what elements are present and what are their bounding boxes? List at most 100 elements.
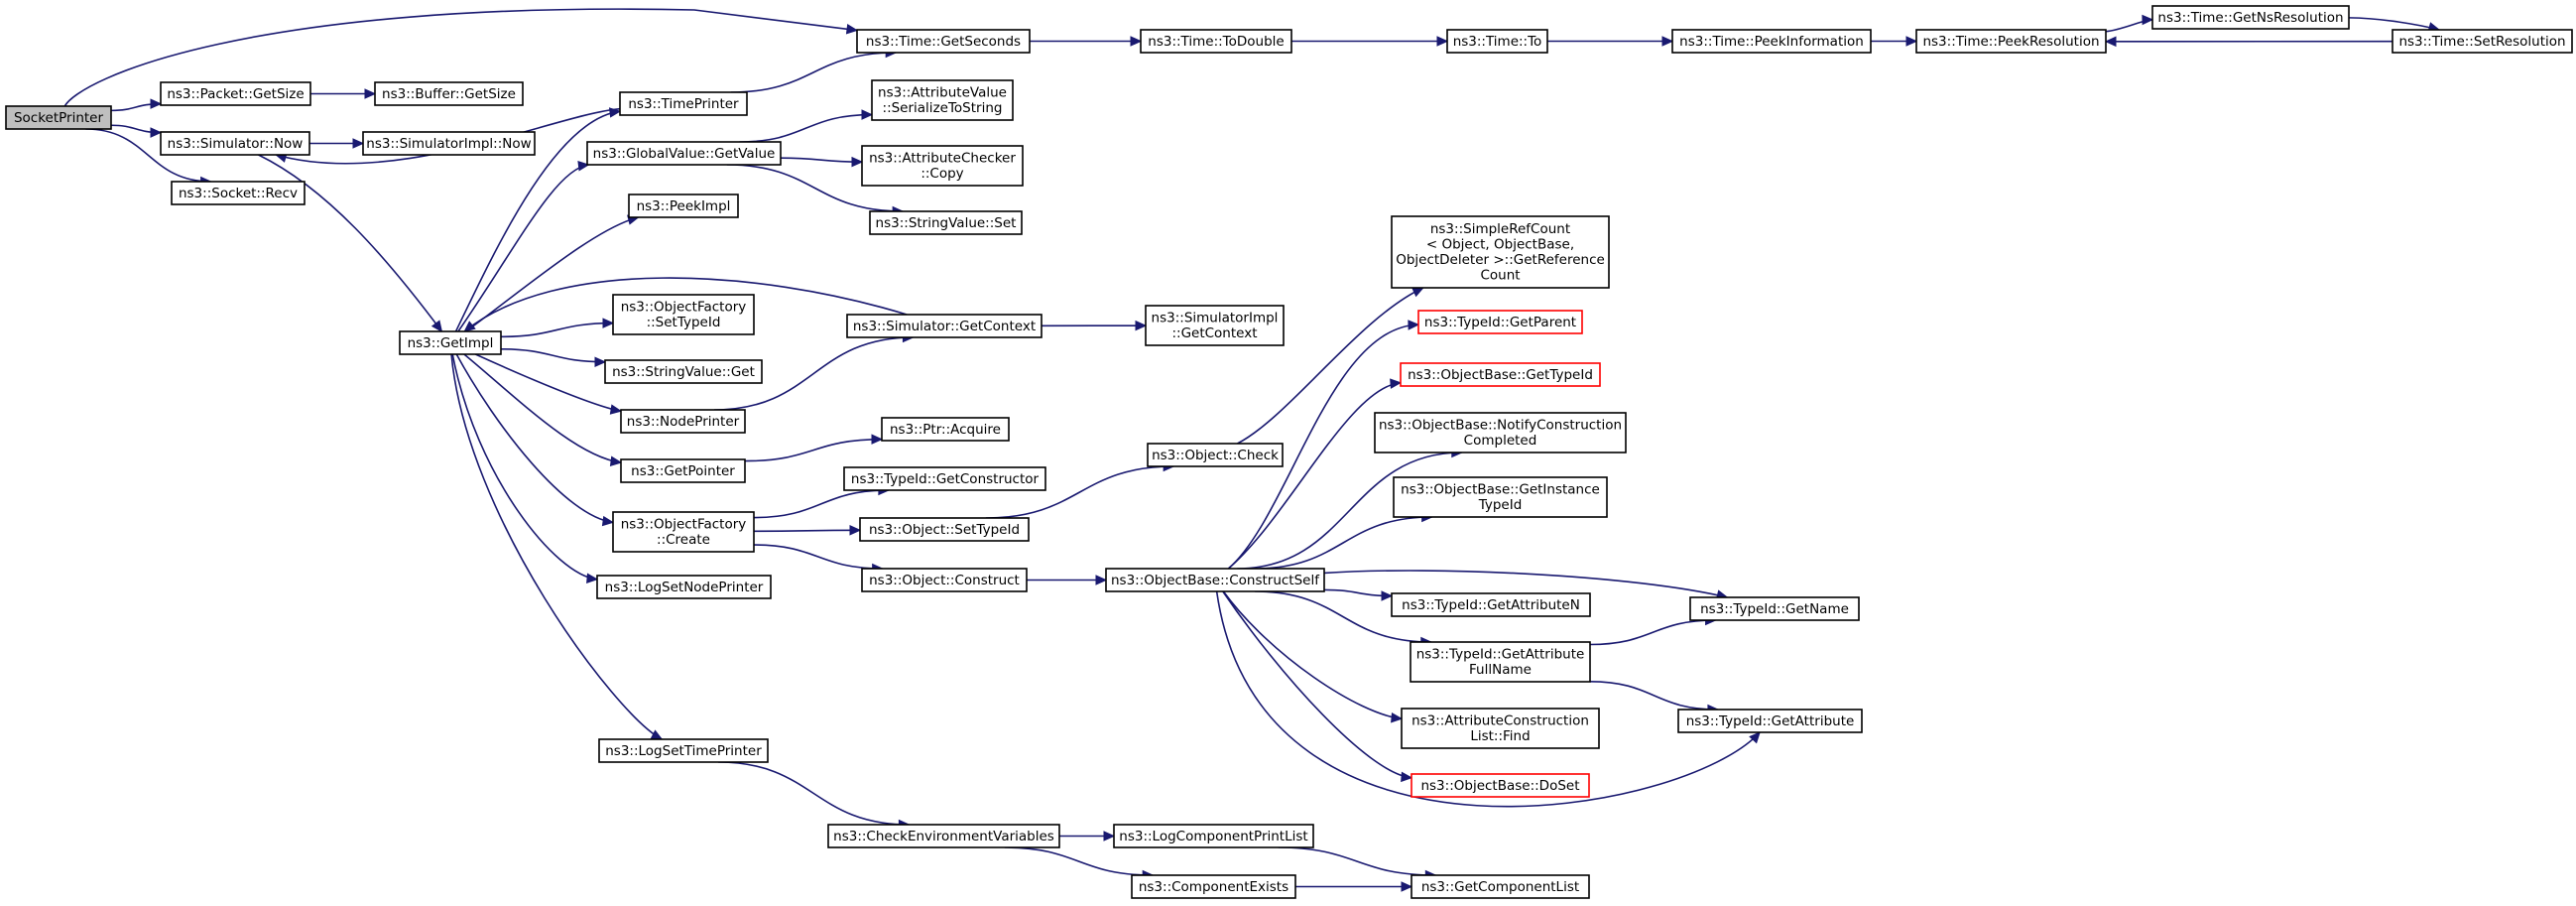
node-ObjectFactorySetTypeId[interactable]: ns3::ObjectFactory::SetTypeId (612, 294, 755, 335)
node-box[interactable] (1374, 412, 1627, 453)
node-box[interactable] (586, 141, 782, 166)
node-LogSetTimePrinter[interactable]: ns3::LogSetTimePrinter (598, 738, 769, 763)
node-TypeIdGetParent[interactable]: ns3::TypeId::GetParent (1417, 310, 1583, 334)
node-ObjectCheck[interactable]: ns3::Object::Check (1147, 443, 1284, 467)
node-box[interactable] (160, 81, 311, 106)
node-box[interactable] (1411, 773, 1590, 798)
node-box[interactable] (827, 824, 1060, 848)
node-SocketPrinter[interactable]: SocketPrinter (5, 105, 112, 130)
node-box[interactable] (856, 29, 1031, 54)
node-box[interactable] (843, 466, 1046, 491)
node-box[interactable] (362, 131, 536, 156)
node-TimeTo[interactable]: ns3::Time::To (1446, 29, 1548, 54)
node-ObjectFactoryCreate[interactable]: ns3::ObjectFactory::Create (612, 511, 755, 553)
node-box[interactable] (2151, 5, 2350, 30)
node-box[interactable] (1446, 29, 1548, 54)
node-box[interactable] (620, 409, 746, 434)
node-TypeIdGetAttribute[interactable]: ns3::TypeId::GetAttribute (1677, 709, 1863, 733)
node-SimulatorImplNow[interactable]: ns3::SimulatorImpl::Now (362, 131, 536, 156)
node-TimeToDouble[interactable]: ns3::Time::ToDouble (1140, 29, 1292, 54)
node-box[interactable] (861, 568, 1028, 592)
node-ObjectBaseConstructSelf[interactable]: ns3::ObjectBase::ConstructSelf (1105, 568, 1325, 592)
node-box[interactable] (171, 181, 306, 205)
node-PacketGetSize[interactable]: ns3::Packet::GetSize (160, 81, 311, 106)
node-box[interactable] (1400, 362, 1601, 387)
node-box[interactable] (1410, 641, 1591, 683)
node-GlobalValueGetValue[interactable]: ns3::GlobalValue::GetValue (586, 141, 782, 166)
node-TimePeekResolution[interactable]: ns3::Time::PeekResolution (1915, 29, 2107, 54)
node-box[interactable] (1391, 215, 1610, 289)
node-box[interactable] (859, 517, 1030, 542)
node-box[interactable] (604, 359, 763, 384)
node-box[interactable] (869, 210, 1023, 235)
node-box[interactable] (1401, 708, 1600, 749)
node-AttributeCheckerCopy[interactable]: ns3::AttributeChecker::Copy (861, 145, 1024, 187)
node-AttributeValueSerialize[interactable]: ns3::AttributeValue::SerializeToString (871, 79, 1014, 121)
node-box[interactable] (619, 91, 748, 116)
node-box[interactable] (1393, 476, 1608, 518)
node-GetPointer[interactable]: ns3::GetPointer (620, 458, 746, 483)
node-GetImpl[interactable]: ns3::GetImpl (399, 330, 502, 355)
node-StringValueSet[interactable]: ns3::StringValue::Set (869, 210, 1023, 235)
node-box[interactable] (1113, 824, 1314, 848)
node-box[interactable] (1689, 596, 1860, 621)
node-box[interactable] (628, 194, 739, 218)
node-TypeIdGetAttributeN[interactable]: ns3::TypeId::GetAttributeN (1391, 592, 1591, 617)
node-TimeGetNsResolution[interactable]: ns3::Time::GetNsResolution (2151, 5, 2350, 30)
node-TimePrinter[interactable]: ns3::TimePrinter (619, 91, 748, 116)
node-SimpleRefCount[interactable]: ns3::SimpleRefCount< Object, ObjectBase,… (1391, 215, 1610, 289)
node-box[interactable] (846, 314, 1043, 338)
node-box[interactable] (1677, 709, 1863, 733)
node-ObjectBaseDoSet[interactable]: ns3::ObjectBase::DoSet (1411, 773, 1590, 798)
node-ObjectSetTypeId[interactable]: ns3::Object::SetTypeId (859, 517, 1030, 542)
node-ObjectConstruct[interactable]: ns3::Object::Construct (861, 568, 1028, 592)
node-box[interactable] (374, 81, 524, 106)
node-TimeSetResolution[interactable]: ns3::Time::SetResolution (2392, 29, 2573, 54)
node-CheckEnvironmentVariables[interactable]: ns3::CheckEnvironmentVariables (827, 824, 1060, 848)
node-BufferGetSize[interactable]: ns3::Buffer::GetSize (374, 81, 524, 106)
node-SimulatorImplGetContext[interactable]: ns3::SimulatorImpl::GetContext (1145, 305, 1285, 346)
node-box[interactable] (1147, 443, 1284, 467)
node-SocketRecv[interactable]: ns3::Socket::Recv (171, 181, 306, 205)
node-SimulatorNow[interactable]: ns3::Simulator::Now (160, 131, 310, 156)
node-box[interactable] (612, 294, 755, 335)
node-SimulatorGetContext[interactable]: ns3::Simulator::GetContext (846, 314, 1043, 338)
node-box[interactable] (160, 131, 310, 156)
node-PeekImpl[interactable]: ns3::PeekImpl (628, 194, 739, 218)
node-box[interactable] (1417, 310, 1583, 334)
node-box[interactable] (1915, 29, 2107, 54)
node-box[interactable] (881, 417, 1010, 442)
node-box[interactable] (612, 511, 755, 553)
node-box[interactable] (1391, 592, 1591, 617)
node-ObjectBaseGetTypeId[interactable]: ns3::ObjectBase::GetTypeId (1400, 362, 1601, 387)
node-TypeIdGetConstructor[interactable]: ns3::TypeId::GetConstructor (843, 466, 1046, 491)
node-box[interactable] (596, 575, 772, 599)
node-PtrAcquire[interactable]: ns3::Ptr::Acquire (881, 417, 1010, 442)
node-LogSetNodePrinter[interactable]: ns3::LogSetNodePrinter (596, 575, 772, 599)
node-StringValueGet[interactable]: ns3::StringValue::Get (604, 359, 763, 384)
node-box[interactable] (1411, 874, 1590, 899)
node-ObjectBaseNotify[interactable]: ns3::ObjectBase::NotifyConstructionCompl… (1374, 412, 1627, 453)
node-box[interactable] (5, 105, 112, 130)
node-TypeIdGetName[interactable]: ns3::TypeId::GetName (1689, 596, 1860, 621)
node-LogComponentPrintList[interactable]: ns3::LogComponentPrintList (1113, 824, 1314, 848)
node-box[interactable] (1671, 29, 1872, 54)
node-box[interactable] (399, 330, 502, 355)
node-box[interactable] (598, 738, 769, 763)
node-TimePeekInformation[interactable]: ns3::Time::PeekInformation (1671, 29, 1872, 54)
node-box[interactable] (2392, 29, 2573, 54)
node-box[interactable] (871, 79, 1014, 121)
node-box[interactable] (1131, 874, 1296, 899)
node-GetComponentList[interactable]: ns3::GetComponentList (1411, 874, 1590, 899)
node-box[interactable] (620, 458, 746, 483)
node-box[interactable] (1145, 305, 1285, 346)
node-TimeGetSeconds[interactable]: ns3::Time::GetSeconds (856, 29, 1031, 54)
node-box[interactable] (1105, 568, 1325, 592)
node-box[interactable] (1140, 29, 1292, 54)
node-box[interactable] (861, 145, 1024, 187)
node-ComponentExists[interactable]: ns3::ComponentExists (1131, 874, 1296, 899)
node-NodePrinter[interactable]: ns3::NodePrinter (620, 409, 746, 434)
